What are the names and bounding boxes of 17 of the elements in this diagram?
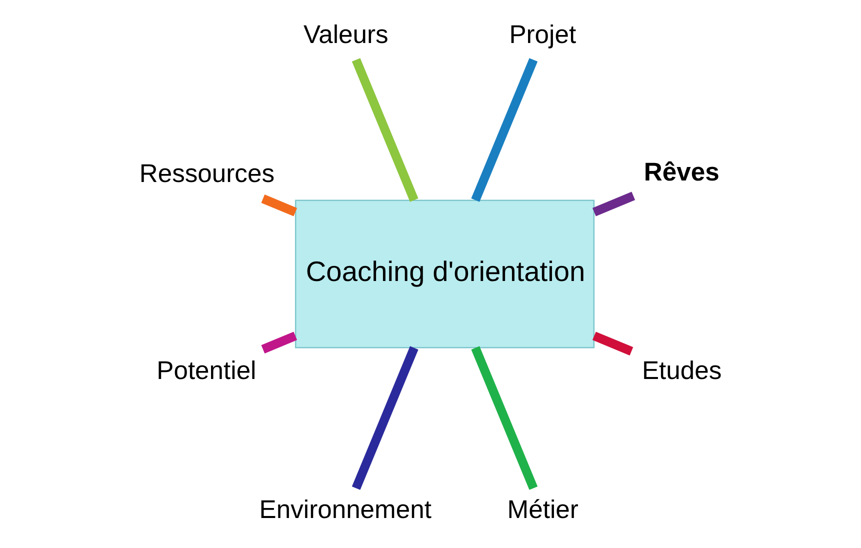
connector xyxy=(592,332,633,356)
node-text: Rêves xyxy=(643,158,719,187)
node-box: Coaching d'orientation xyxy=(294,200,594,348)
node-text: Valeurs xyxy=(302,20,388,49)
connector xyxy=(592,192,635,216)
node-text: Ressources xyxy=(138,160,274,188)
connector xyxy=(351,58,418,202)
connector xyxy=(470,346,538,490)
node-text: Projet xyxy=(508,20,576,49)
connector xyxy=(260,332,297,354)
connector xyxy=(470,58,538,202)
node-text: Environnement xyxy=(258,496,431,524)
node-text: Potentiel xyxy=(156,356,256,385)
node-text: Métier xyxy=(506,496,578,524)
connector xyxy=(351,346,418,490)
node-text: Etudes xyxy=(641,356,722,385)
connector xyxy=(260,194,297,216)
